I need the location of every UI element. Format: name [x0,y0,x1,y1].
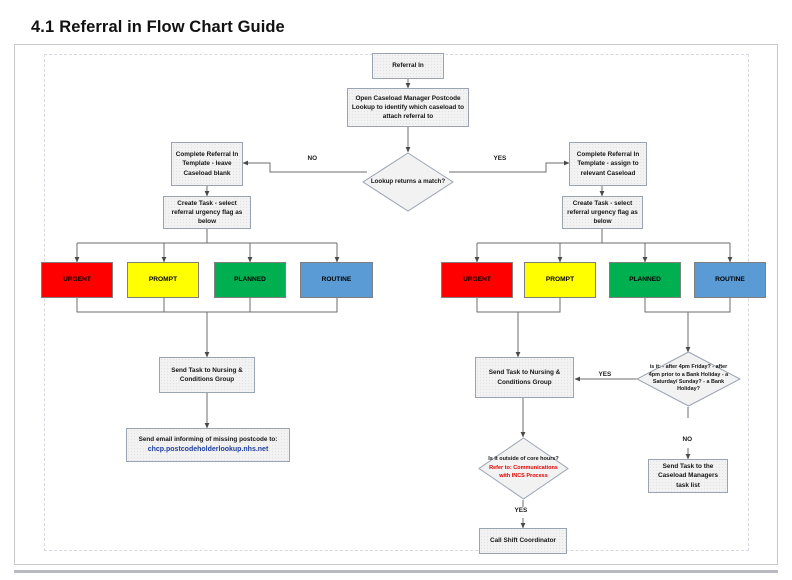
decision-core-hours-label: Is it outside of core hours? Refer to: C… [478,456,569,480]
decision-lookup-match[interactable]: Lookup returns a match? [362,152,454,212]
urgency-box-left-routine-label: ROUTINE [321,276,352,284]
decision-core-hours[interactable]: Is it outside of core hours? Refer to: C… [478,437,569,500]
urgency-box-right-planned[interactable]: PLANNED [609,262,681,298]
node-left-create-task-label: Create Task - select referral urgency fl… [171,199,243,226]
urgency-box-right-routine-label: ROUTINE [715,276,745,284]
node-left-send-task[interactable]: Send Task to Nursing & Conditions Group [159,357,255,393]
node-caseload-managers-task-list[interactable]: Send Task to the Caseload Managers task … [648,459,728,493]
edge-label-hours-yes: YES [597,371,613,378]
urgency-box-left-prompt[interactable]: PROMPT [127,262,199,298]
decision-out-of-hours-label: is it: - after 4pm Friday? - after 4pm p… [648,364,729,393]
page-title-text: Referral in Flow Chart Guide [59,18,285,36]
urgency-box-right-urgent-label: URGENT [463,276,491,284]
edge-label-no: NO [306,155,319,162]
urgency-box-left-prompt-label: PROMPT [148,276,178,284]
node-left-send-email-prefix: Send email informing of missing postcode… [138,435,278,443]
bottom-rule [14,570,778,573]
node-right-create-task-label: Create Task - select referral urgency fl… [567,199,638,226]
decision-lookup-match-label: Lookup returns a match? [370,177,446,185]
node-left-template-label: Complete Referral In Template - leave Ca… [175,151,239,177]
node-referral-in-label: Referral In [392,62,424,70]
node-left-send-task-label: Send Task to Nursing & Conditions Group [171,366,243,383]
urgency-box-left-planned-label: PLANNED [234,276,266,284]
node-postcode-lookup[interactable]: Open Caseload Manager Postcode Lookup to… [347,88,469,127]
node-caseload-managers-label: Send Task to the Caseload Managers task … [657,463,719,489]
urgency-box-left-urgent[interactable]: URGENT [41,262,113,298]
node-right-template[interactable]: Complete Referral In Template - assign t… [569,142,647,186]
node-left-template[interactable]: Complete Referral In Template - leave Ca… [171,142,243,186]
urgency-box-right-planned-label: PLANNED [629,276,661,284]
core-hours-refer-note: Refer to: Communications with INCS Proce… [489,465,558,479]
urgency-box-right-prompt[interactable]: PROMPT [524,262,596,298]
node-right-create-task[interactable]: Create Task - select referral urgency fl… [562,196,643,229]
node-left-create-task[interactable]: Create Task - select referral urgency fl… [163,196,251,229]
diamond-shape [636,351,741,407]
node-right-send-task[interactable]: Send Task to Nursing & Conditions Group [475,357,574,398]
page-title-number: 4.1 [31,18,55,36]
node-call-shift-coordinator[interactable]: Call Shift Coordinator [479,528,567,554]
node-call-shift-coordinator-label: Call Shift Coordinator [489,537,557,545]
node-postcode-lookup-label: Open Caseload Manager Postcode Lookup to… [351,94,465,121]
urgency-box-right-prompt-label: PROMPT [545,276,575,284]
edge-label-yes: YES [492,155,508,162]
edge-label-core-yes: YES [513,507,529,514]
diamond-shape [362,152,454,212]
decision-core-hours-question: Is it outside of core hours? [488,456,559,463]
urgency-box-right-urgent[interactable]: URGENT [441,262,513,298]
node-referral-in[interactable]: Referral In [372,53,444,79]
email-address-link[interactable]: chcp.postcodeholderlookup.nhs.net [147,446,269,454]
diamond-shape [478,437,569,500]
urgency-box-right-routine[interactable]: ROUTINE [694,262,766,298]
edge-label-hours-no: NO [681,436,694,443]
decision-out-of-hours[interactable]: is it: - after 4pm Friday? - after 4pm p… [636,351,741,407]
node-left-send-email[interactable]: Send email informing of missing postcode… [126,428,290,462]
node-right-send-task-label: Send Task to Nursing & Conditions Group [488,369,561,386]
urgency-box-left-routine[interactable]: ROUTINE [300,262,373,298]
urgency-box-left-planned[interactable]: PLANNED [214,262,286,298]
urgency-box-left-urgent-label: URGENT [63,276,91,284]
node-right-template-label: Complete Referral In Template - assign t… [576,151,640,177]
